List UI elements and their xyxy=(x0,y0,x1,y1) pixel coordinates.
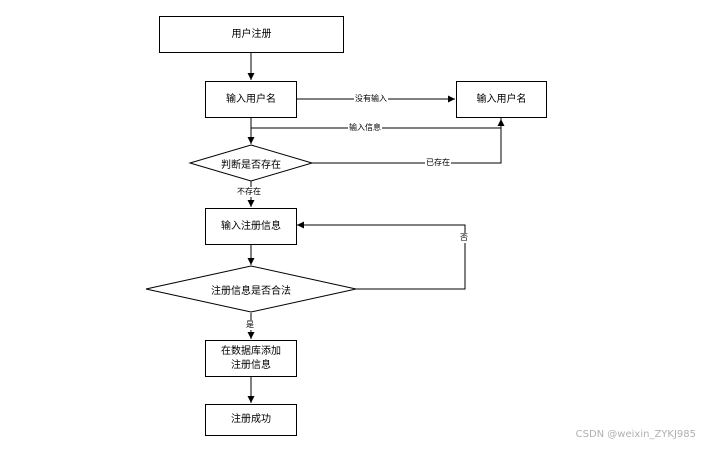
watermark: CSDN @weixin_ZYKJ985 xyxy=(575,429,696,440)
edge-label-yes: 是 xyxy=(245,320,255,330)
edge-label-no-input: 没有输入 xyxy=(354,94,388,104)
node-input-username-right-label: 输入用户名 xyxy=(476,93,527,105)
node-register-label: 用户注册 xyxy=(231,28,272,40)
edge-label-not-exists: 不存在 xyxy=(236,187,262,197)
node-input-username-label: 输入用户名 xyxy=(226,93,276,105)
edge-label-no: 否 xyxy=(459,233,469,243)
node-success: 注册成功 xyxy=(205,404,297,436)
arrow-exists xyxy=(312,119,505,164)
decision-exists-label: 判断是否存在 xyxy=(221,159,281,171)
arrow-no xyxy=(297,221,466,290)
decision-valid-label: 注册信息是否合法 xyxy=(211,285,291,297)
node-input-username-right: 输入用户名 xyxy=(456,81,547,118)
node-input-info: 输入注册信息 xyxy=(205,208,297,245)
node-db-add-label: 在数据库添加 注册信息 xyxy=(221,345,281,371)
node-input-info-label: 输入注册信息 xyxy=(221,220,281,232)
decision-exists-shape xyxy=(188,144,314,182)
node-input-username: 输入用户名 xyxy=(205,81,297,118)
edge-label-exists: 已存在 xyxy=(425,158,451,168)
node-db-add: 在数据库添加 注册信息 xyxy=(205,340,297,377)
node-register: 用户注册 xyxy=(159,16,344,53)
decision-valid-shape xyxy=(145,265,357,313)
edge-label-input-info: 输入信息 xyxy=(348,123,382,133)
node-success-label: 注册成功 xyxy=(231,414,271,425)
